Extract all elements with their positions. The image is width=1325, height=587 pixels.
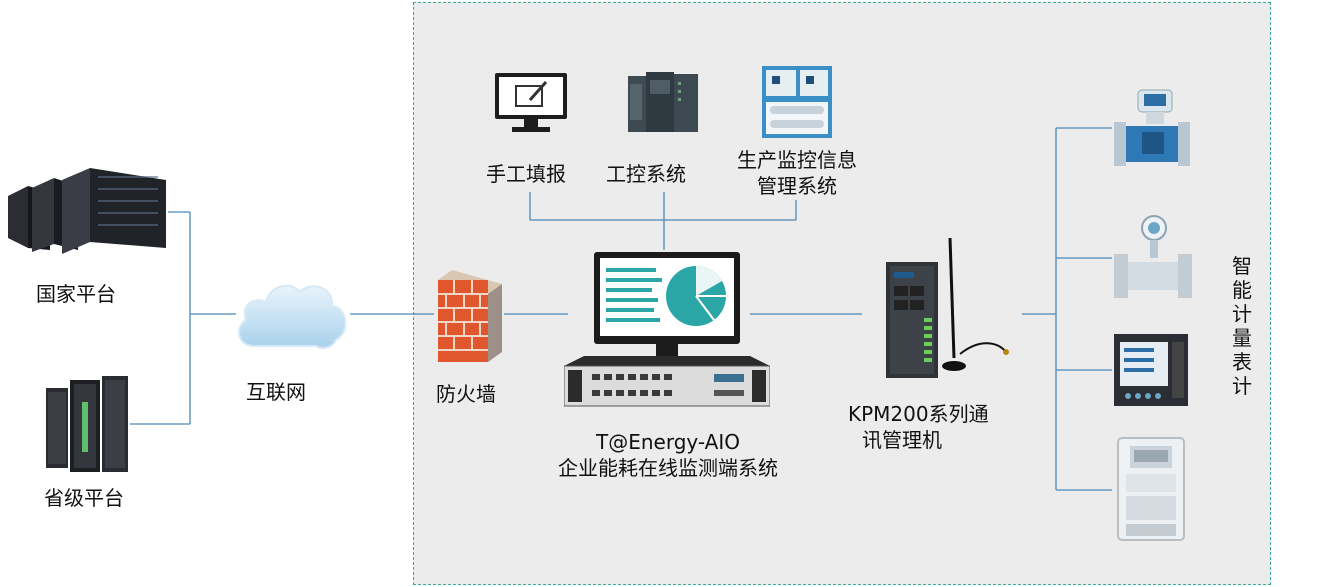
turbine-flowmeter-icon [1114, 215, 1192, 298]
internet-label: 互联网 [246, 380, 306, 404]
plc-icon [628, 72, 698, 132]
server-tower-icon [46, 376, 128, 472]
firewall-label: 防火墙 [436, 382, 496, 406]
production-monitor-line2: 管理系统 [757, 174, 837, 198]
aio-monitor-icon [564, 252, 770, 407]
control-cabinet-icon [762, 66, 832, 138]
product-description: 企业能耗在线监测端系统 [558, 456, 778, 480]
industrial-control-label: 工控系统 [606, 162, 686, 186]
cloud-icon [238, 284, 347, 349]
gateway-label-line2: 讯管理机 [862, 428, 942, 452]
manual-entry-label: 手工填报 [486, 162, 566, 186]
electricity-meter-icon [1117, 437, 1185, 541]
gateway-device-icon [886, 238, 1009, 378]
provincial-platform-label: 省级平台 [44, 486, 124, 510]
product-name: T@Energy-AIO [596, 430, 740, 454]
national-platform-label: 国家平台 [36, 282, 116, 306]
gateway-label-line1: KPM200系列通 [848, 402, 989, 426]
power-meter-icon [1114, 334, 1188, 406]
smart-meters-label: 智能计量表计 [1232, 254, 1252, 398]
production-monitor-line1: 生产监控信息 [737, 148, 857, 172]
electromagnetic-flowmeter-icon [1114, 89, 1190, 166]
monitor-pen-icon [495, 73, 567, 132]
server-rack-icon [8, 168, 166, 254]
firewall-icon [438, 270, 502, 362]
